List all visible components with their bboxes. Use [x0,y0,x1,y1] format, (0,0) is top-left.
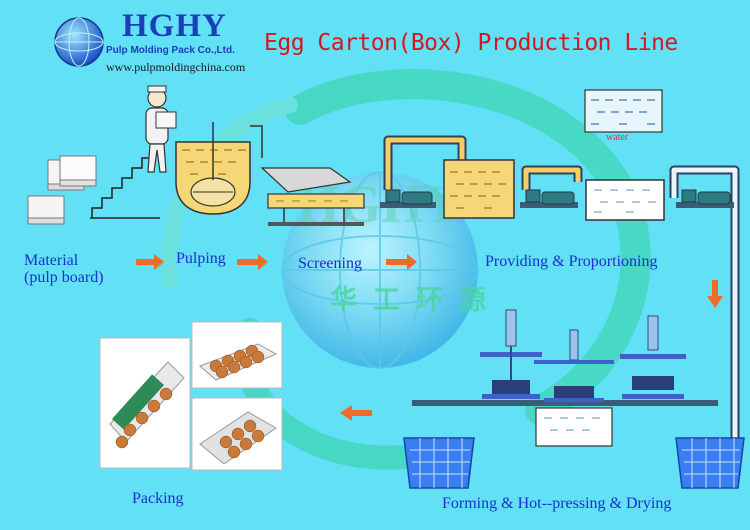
pump-units [380,189,734,208]
screening-machine [260,167,365,226]
step-label-providing: Providing & Proportioning [485,253,658,270]
forming-machines [412,309,718,447]
worker-figure [145,85,177,173]
brand-name: HGHY [122,8,227,44]
step-label-forming: Forming & Hot--pressing & Drying [442,495,672,512]
step-label-packing: Packing [132,490,184,507]
step-label-material-line2: (pulp board) [24,269,104,286]
egg-carton-photos [99,321,283,471]
step-label-screening: Screening [298,255,362,272]
crates [403,437,745,489]
proportioning-tank [443,159,515,219]
arrow-down-icon [707,280,723,308]
chinese-watermark-text: 华工环源 [330,285,502,316]
step-label-material: Material (pulp board) [24,252,104,286]
company-name: Pulp Molding Pack Co.,Ltd. [106,45,235,56]
step-label-material-line1: Material [24,252,79,269]
pulper-tank [175,122,263,215]
step-label-pulping: Pulping [176,250,226,267]
globe-icon [54,17,104,67]
white-pulp-tank [585,179,665,221]
arrow-right-icon [136,254,417,270]
arrow-left-icon [340,405,372,421]
water-tank [584,89,663,133]
page-title: Egg Carton(Box) Production Line [264,30,678,56]
water-tank-label: water [606,132,629,143]
pulp-board-stacks [27,155,97,225]
website-link[interactable]: www.pulpmoldingchina.com [106,60,246,74]
